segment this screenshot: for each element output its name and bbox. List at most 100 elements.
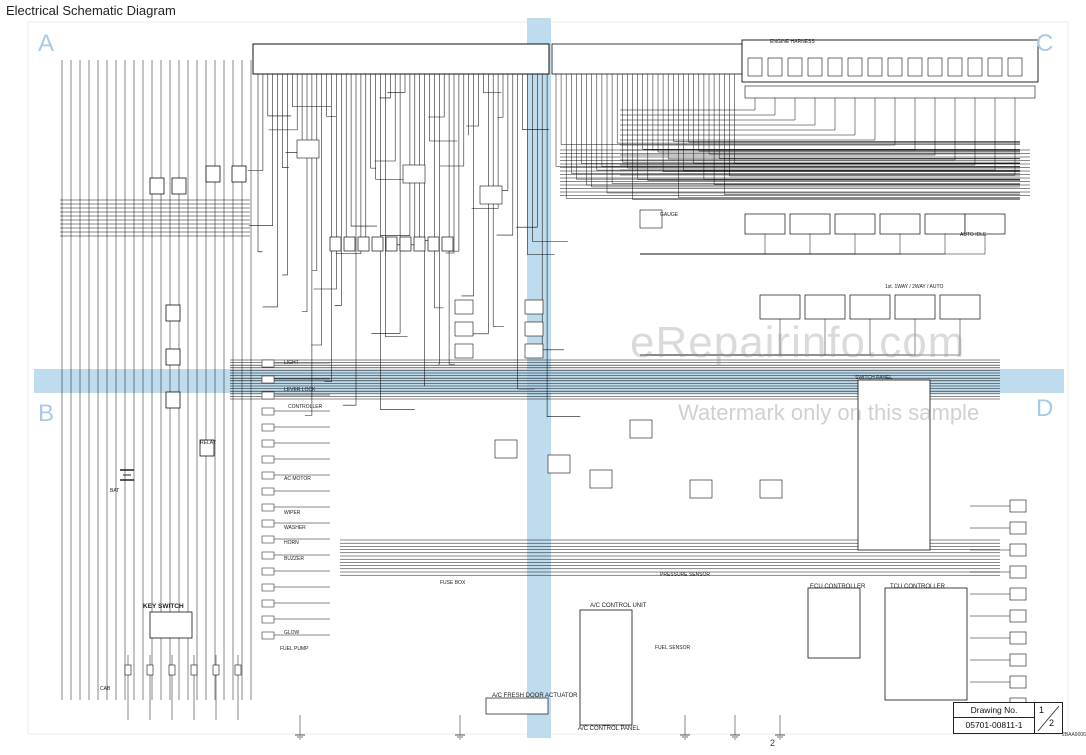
component-box bbox=[494, 439, 518, 459]
component-box bbox=[454, 343, 474, 359]
component-box bbox=[629, 419, 653, 439]
wire-path bbox=[713, 74, 1020, 185]
zone-label-c: C bbox=[1036, 30, 1054, 57]
component-box bbox=[894, 294, 936, 320]
watermark-site: eRepairinfo.com bbox=[630, 318, 966, 367]
wire-path bbox=[414, 74, 439, 241]
component-box bbox=[849, 294, 891, 320]
component-box bbox=[261, 535, 275, 544]
wire-path bbox=[565, 74, 1020, 199]
component-box bbox=[744, 85, 1036, 99]
wire-path bbox=[673, 74, 1020, 142]
drawing-reference: 2BAA9006 bbox=[1062, 732, 1086, 738]
wire-path bbox=[640, 234, 811, 255]
sheet-fraction: 1 2 bbox=[1035, 703, 1062, 733]
wire-path bbox=[620, 98, 1016, 176]
fuel-pump-label: FUEL PUMP bbox=[280, 646, 309, 652]
component-box bbox=[1009, 499, 1027, 513]
ecu-label: ECU CONTROLLER bbox=[810, 584, 866, 590]
component-box bbox=[261, 487, 275, 496]
component-box bbox=[1009, 653, 1027, 667]
watermark-notice: Watermark only on this sample bbox=[678, 400, 980, 425]
component-box bbox=[168, 664, 176, 676]
wire-path bbox=[698, 74, 1020, 152]
component-box bbox=[924, 213, 966, 235]
wire-path bbox=[313, 74, 337, 290]
component-box bbox=[261, 551, 275, 560]
component-box bbox=[165, 391, 181, 409]
component-box bbox=[879, 213, 921, 235]
ac-fresh-door-label: A/C FRESH DOOR ACTUATOR bbox=[492, 693, 578, 699]
wire-path bbox=[703, 74, 1020, 180]
component-box bbox=[867, 57, 883, 77]
component-box bbox=[741, 39, 1039, 83]
component-box bbox=[1009, 521, 1027, 535]
component-box bbox=[261, 375, 275, 384]
wire-path bbox=[640, 234, 986, 255]
component-box bbox=[964, 213, 1006, 235]
wire-path bbox=[640, 234, 856, 255]
component-box bbox=[967, 57, 983, 77]
component-box bbox=[485, 697, 549, 715]
page-title: Electrical Schematic Diagram bbox=[6, 3, 176, 18]
component-box bbox=[149, 177, 165, 195]
wire-path bbox=[461, 74, 474, 297]
component-box bbox=[524, 343, 544, 359]
wire-path bbox=[620, 98, 896, 146]
component-box bbox=[1009, 675, 1027, 689]
wire-path bbox=[724, 74, 1020, 195]
component-box bbox=[399, 236, 412, 252]
component-box bbox=[639, 209, 663, 229]
wire-path bbox=[546, 74, 581, 417]
wire-path bbox=[532, 74, 568, 242]
wire-path bbox=[304, 74, 313, 416]
component-box bbox=[261, 615, 275, 624]
wire-path bbox=[496, 74, 514, 236]
component-box bbox=[261, 599, 275, 608]
component-box bbox=[261, 519, 275, 528]
component-box bbox=[371, 236, 384, 252]
component-box bbox=[759, 294, 801, 320]
component-box bbox=[343, 236, 356, 252]
component-box bbox=[165, 348, 181, 366]
component-box bbox=[744, 213, 786, 235]
wire-path bbox=[342, 74, 357, 406]
component-box bbox=[589, 469, 613, 489]
component-box bbox=[1007, 57, 1023, 77]
wire-path bbox=[667, 74, 1020, 160]
wire-path bbox=[640, 234, 901, 255]
component-box bbox=[927, 57, 943, 77]
frame-border bbox=[27, 21, 1069, 735]
washer-label: WASHER bbox=[284, 525, 306, 531]
controller-label: CONTROLLER bbox=[288, 404, 323, 410]
component-box bbox=[402, 164, 426, 184]
fuse-box-label: FUSE BOX bbox=[440, 580, 466, 586]
wire-path bbox=[616, 74, 1020, 144]
component-box bbox=[551, 43, 743, 75]
wire-path bbox=[262, 74, 278, 308]
page-number: 2 bbox=[770, 738, 776, 748]
wire-path bbox=[334, 74, 342, 306]
component-box bbox=[261, 359, 275, 368]
wiper-label: WIPER bbox=[284, 510, 301, 516]
component-box bbox=[261, 455, 275, 464]
component-box bbox=[261, 439, 275, 448]
wire-path bbox=[267, 74, 292, 117]
component-box bbox=[261, 567, 275, 576]
wire-path bbox=[647, 74, 1020, 181]
component-box bbox=[789, 213, 831, 235]
component-box bbox=[479, 185, 503, 205]
glow-label: GLOW bbox=[284, 630, 300, 636]
component-box bbox=[579, 609, 633, 726]
wire-path bbox=[387, 74, 406, 93]
wire-path bbox=[620, 98, 796, 121]
component-box bbox=[261, 503, 275, 512]
component-box bbox=[804, 294, 846, 320]
component-box bbox=[887, 57, 903, 77]
drawing-number-box: Drawing No. 05701-00811-1 1 2 bbox=[953, 702, 1063, 734]
battery-label: BAT bbox=[110, 488, 120, 494]
component-box bbox=[1009, 565, 1027, 579]
fuel-sensor-label: FUEL SENSOR bbox=[655, 645, 691, 651]
